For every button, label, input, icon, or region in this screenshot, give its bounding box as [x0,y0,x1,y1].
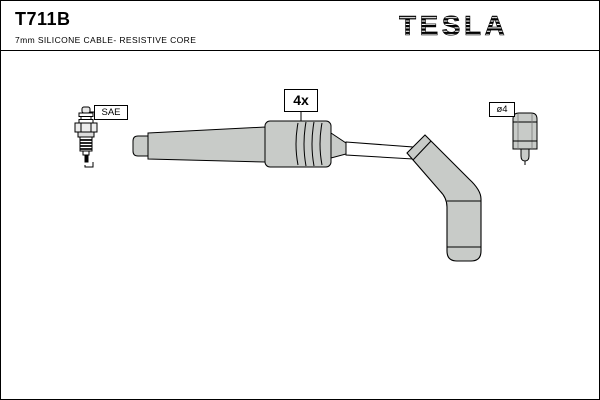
sae-callout: SAE [94,105,128,120]
brand-logo-text: TESLA [399,10,508,41]
angled-boot-drawing [406,134,482,262]
diameter-callout: ø4 [489,102,515,117]
straight-boot-drawing [132,120,347,168]
tesla-logo: TESLA [399,10,508,42]
product-subtitle: 7mm SILICONE CABLE- RESISTIVE CORE [15,35,197,45]
spark-plug-drawing [74,106,98,168]
cable-drawing [345,141,414,160]
terminal-drawing [512,112,538,165]
header: T711B 7mm SILICONE CABLE- RESISTIVE CORE… [1,1,599,51]
quantity-callout: 4x [284,89,318,112]
part-number: T711B [15,9,71,29]
